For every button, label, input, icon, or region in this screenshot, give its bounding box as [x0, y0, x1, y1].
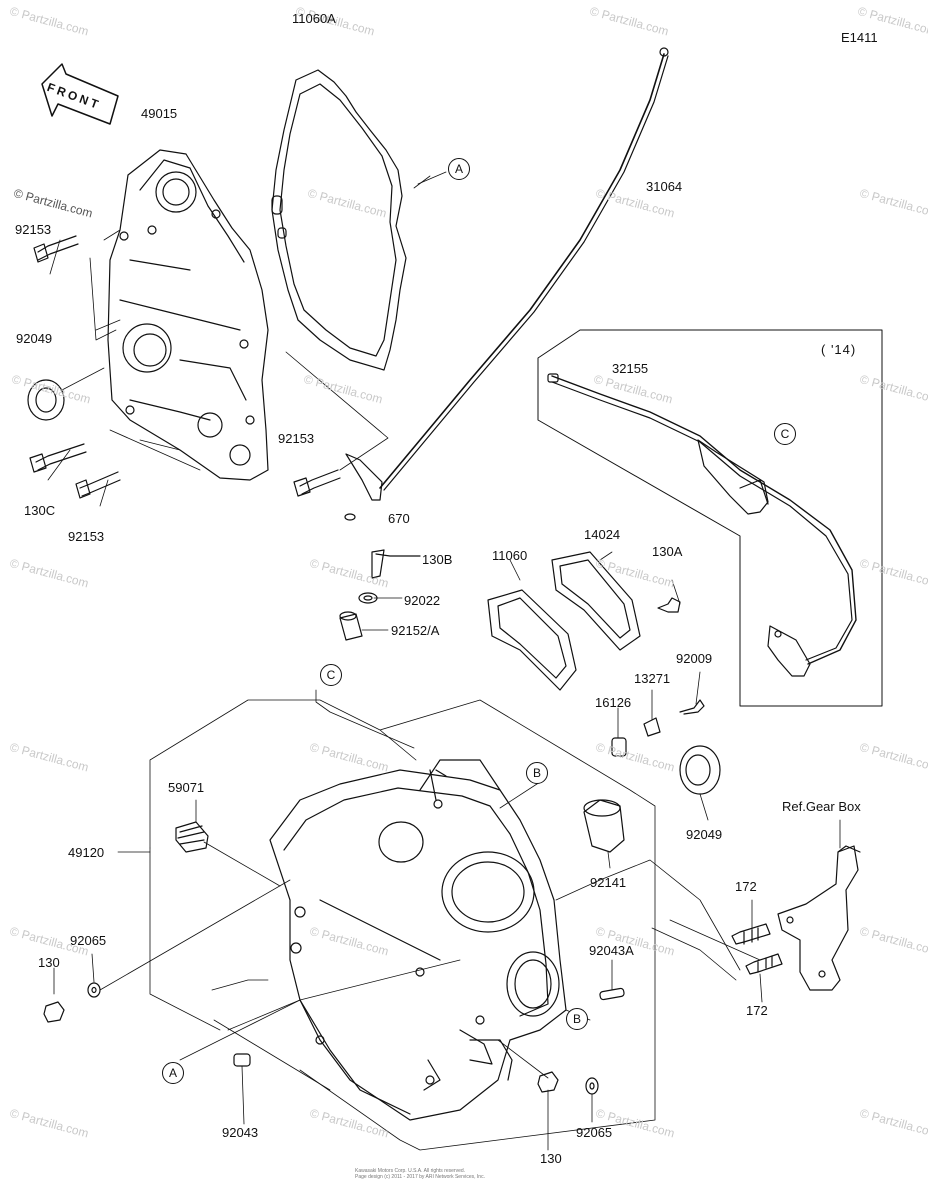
washer-92065-left — [87, 982, 101, 998]
part-label: 130C — [24, 503, 56, 518]
part-label: 670 — [388, 511, 410, 526]
part-label: 92009 — [676, 651, 713, 666]
part-label: 32155 — [612, 361, 649, 376]
crankcase-49120 — [269, 759, 567, 1121]
bolt-130A — [657, 597, 681, 613]
part-label: 92043 — [222, 1125, 259, 1140]
o-ring-670 — [344, 513, 356, 521]
oil-seal-92049-upper — [27, 379, 65, 421]
part-label: 172 — [746, 1003, 768, 1018]
dowel-92043A — [599, 987, 625, 1001]
callout-b: B — [566, 1008, 588, 1030]
callout-c: C — [774, 423, 796, 445]
cap-92152 — [339, 613, 363, 641]
part-label: 13271 — [634, 671, 671, 686]
part-label: 11060A — [292, 11, 336, 26]
dowel-16126 — [611, 737, 627, 757]
bolt-130B — [371, 549, 421, 579]
part-label: 92043A — [589, 943, 634, 958]
part-label: 16126 — [595, 695, 632, 710]
copyright-line: Page design (c) 2011 - 2017 by ARI Netwo… — [355, 1174, 485, 1180]
part-label: 59071 — [168, 780, 205, 795]
callout-a: A — [448, 158, 470, 180]
dipstick-32155 — [551, 375, 857, 665]
bolt-130-right — [537, 1071, 559, 1093]
part-label: 92049 — [686, 827, 723, 842]
dowel-92043 — [233, 1053, 251, 1067]
copyright-line: Kawasaki Motors Corp. U.S.A. All rights … — [355, 1168, 466, 1174]
bolt-130C — [35, 443, 87, 471]
callout-c: C — [320, 664, 342, 686]
screw-92009 — [679, 699, 705, 715]
diagram-code: E1411 — [841, 30, 878, 45]
bolt-92153-mid — [299, 469, 341, 495]
callout-a: A — [162, 1062, 184, 1084]
bolt-92153-lower — [79, 471, 121, 497]
part-label: 92152/A — [391, 623, 440, 638]
part-label: 11060 — [492, 548, 528, 563]
part-label: 130A — [652, 544, 683, 559]
front-arrow-icon — [41, 63, 119, 125]
part-label: Ref.Gear Box — [782, 799, 861, 814]
part-label: 14024 — [584, 527, 621, 542]
part-label: 92065 — [70, 933, 107, 948]
copyright-notice: Kawasaki Motors Corp. U.S.A. All rights … — [355, 1168, 485, 1180]
part-label: 49120 — [68, 845, 105, 860]
bushing-92141 — [583, 799, 625, 853]
part-label: 130 — [540, 1151, 562, 1166]
gasket-11060A — [271, 69, 407, 371]
year-variant-label: ( '14) — [821, 342, 857, 357]
part-label: 92022 — [404, 593, 441, 608]
part-label: 92153 — [15, 222, 52, 237]
year-variant-box — [537, 329, 883, 707]
stud-172-lower — [745, 953, 783, 975]
stud-172-upper — [731, 923, 771, 945]
gear-box-bracket — [777, 845, 859, 991]
gasket-11060 — [487, 589, 577, 691]
part-label: 49015 — [141, 106, 178, 121]
front-cover-49015 — [107, 149, 269, 481]
part-label: 130B — [422, 552, 453, 567]
bolt-130-left — [43, 1001, 65, 1023]
part-label: 92065 — [576, 1125, 613, 1140]
part-label: 92141 — [590, 875, 627, 890]
callout-b: B — [526, 762, 548, 784]
part-label: 92049 — [16, 331, 53, 346]
washer-92065-right — [585, 1077, 599, 1095]
cap-13271 — [643, 717, 661, 737]
cover-plate-14024 — [551, 551, 641, 651]
part-label: 92153 — [68, 529, 105, 544]
part-label: 172 — [735, 879, 757, 894]
part-label: 92153 — [278, 431, 315, 446]
bolt-92153-top — [37, 235, 79, 261]
part-label: 130 — [38, 955, 60, 970]
part-label: 31064 — [646, 179, 683, 194]
dipstick-tube-31064 — [379, 53, 665, 489]
